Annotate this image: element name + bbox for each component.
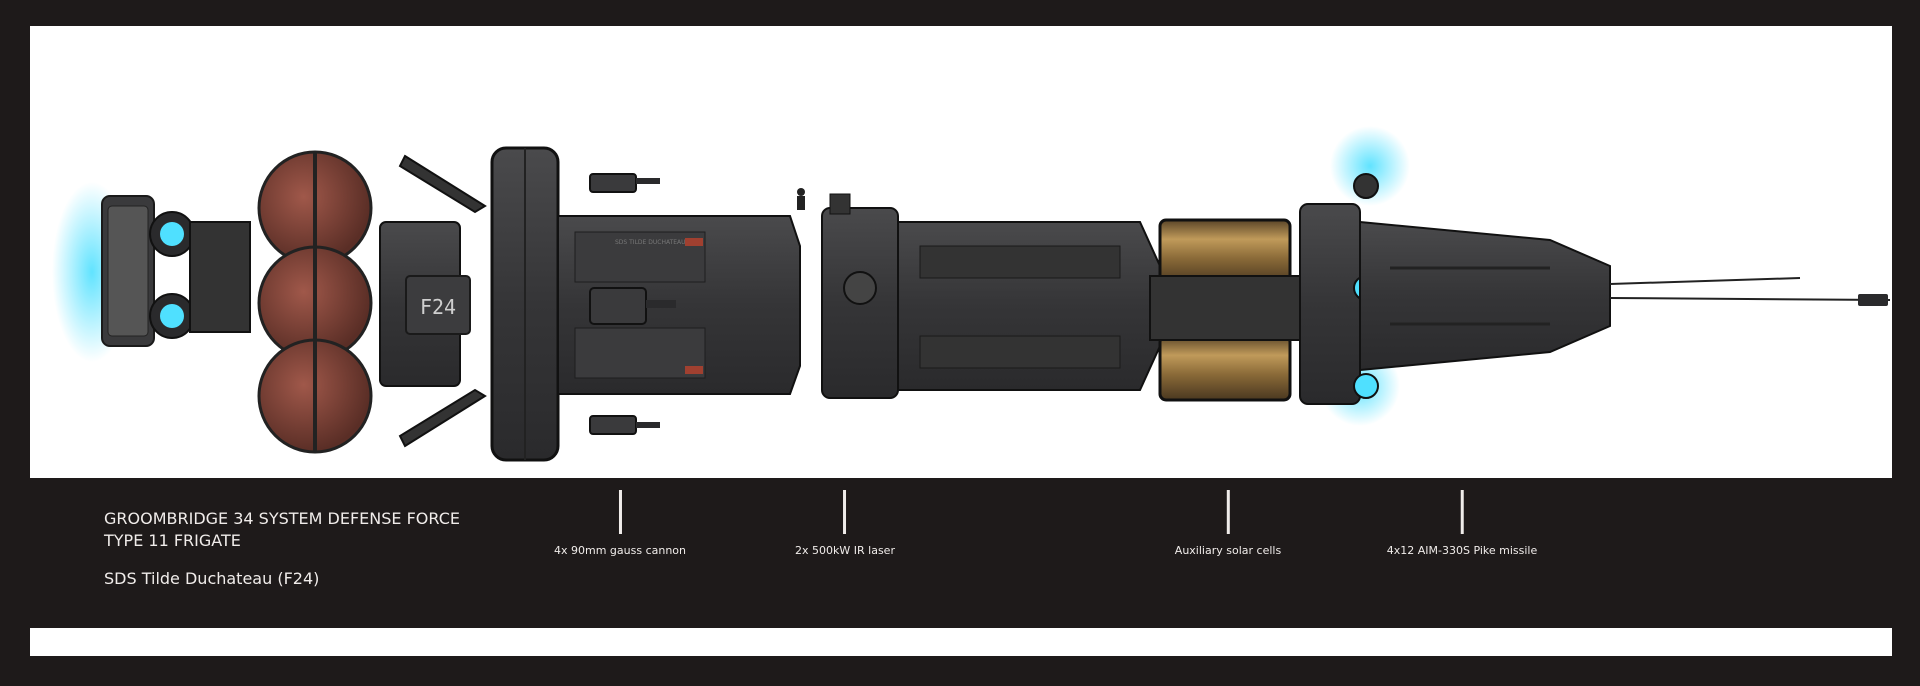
callout-line bbox=[843, 490, 847, 534]
gauss-cannon-turret bbox=[589, 173, 676, 435]
callout-pike-missile: 4x12 AIM-330S Pike missile bbox=[1386, 490, 1538, 557]
caption-block: GROOMBRIDGE 34 SYSTEM DEFENSE FORCE TYPE… bbox=[104, 508, 460, 590]
callout-gauss-cannon: 4x 90mm gauss cannon bbox=[554, 490, 686, 557]
missile-bay bbox=[1359, 220, 1611, 372]
radiator-fin bbox=[398, 388, 487, 448]
callout-line bbox=[1460, 490, 1464, 534]
callout-ir-laser: 2x 500kW IR laser bbox=[795, 490, 895, 557]
caption-force: GROOMBRIDGE 34 SYSTEM DEFENSE FORCE bbox=[104, 509, 460, 528]
ship-illustration: F24 SDS TILDE DUCHATEAU bbox=[52, 126, 1891, 462]
callout-solar-cells: Auxiliary solar cells bbox=[1175, 490, 1281, 557]
callout-label: 4x12 AIM-330S Pike missile bbox=[1386, 544, 1538, 557]
propellant-tanks bbox=[257, 150, 373, 454]
sensor-boom bbox=[1609, 277, 1801, 285]
callout-line bbox=[1226, 490, 1230, 534]
hull-code: F24 bbox=[420, 295, 456, 319]
hull-code-plate bbox=[405, 275, 471, 335]
callout-label: Auxiliary solar cells bbox=[1174, 544, 1282, 557]
caption-ship-name: SDS Tilde Duchateau (F24) bbox=[104, 569, 320, 588]
forward-module bbox=[1299, 203, 1361, 405]
caption-class: TYPE 11 FRIGATE bbox=[104, 531, 241, 550]
auxiliary-solar-cells bbox=[1149, 218, 1301, 402]
callout-label: 2x 500kW IR laser bbox=[795, 544, 895, 557]
sensor-boom bbox=[1609, 297, 1891, 301]
radiator-fin bbox=[398, 154, 487, 214]
crew-figure-scale bbox=[797, 188, 805, 210]
bottom-strip bbox=[30, 628, 1892, 656]
callout-label: 4x 90mm gauss cannon bbox=[553, 544, 687, 557]
aft-engine-cluster bbox=[101, 195, 251, 347]
engine-glow bbox=[1330, 126, 1410, 206]
hull-name-marking: SDS TILDE DUCHATEAU bbox=[615, 239, 686, 246]
callout-line bbox=[618, 490, 622, 534]
